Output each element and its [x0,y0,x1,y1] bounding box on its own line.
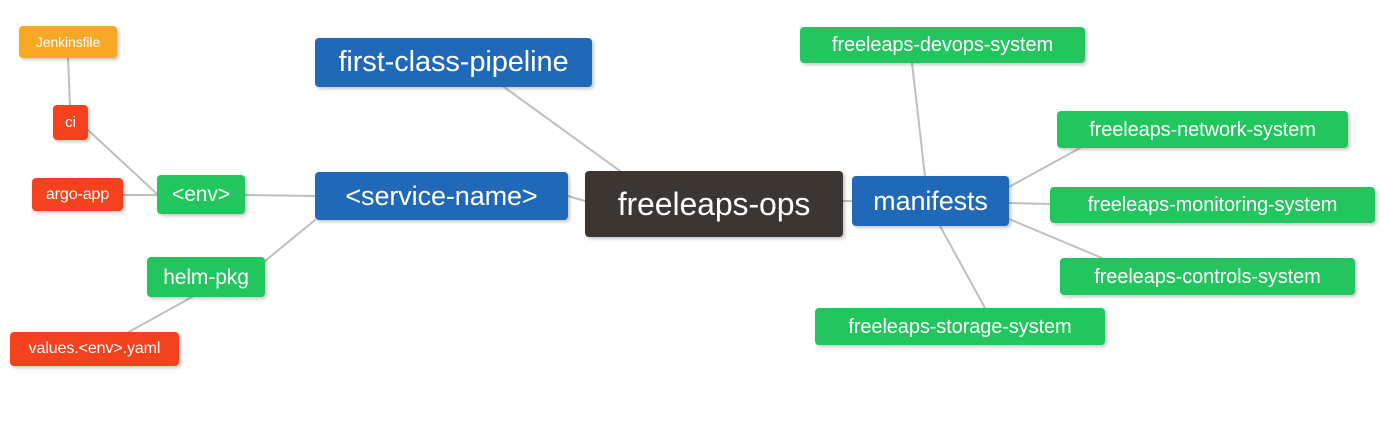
mindmap-node-label: manifests [873,185,988,216]
edge-manifests-to-freeleaps-storage-system [939,225,986,309]
mindmap-node-service-name[interactable]: <service-name> [315,172,568,220]
mindmap-node-freeleaps-network-system[interactable]: freeleaps-network-system [1057,111,1348,148]
mindmap-node-ci[interactable]: ci [53,105,88,140]
edge-service-name-to-freeleaps-ops [567,195,586,202]
mindmap-node-label: values.<env>.yaml [28,340,161,357]
mindmap-node-label: ci [65,114,76,131]
edge-manifests-to-freeleaps-controls-system [1008,218,1103,259]
mindmap-node-jenkinsfile[interactable]: Jenkinsfile [19,26,117,58]
edge-manifests-to-freeleaps-devops-system [911,62,926,177]
edge-service-name-to-helm-pkg [264,219,316,262]
mindmap-node-label: <env> [172,183,230,206]
mindmap-node-label: freeleaps-monitoring-system [1087,194,1338,216]
mindmap-node-label: freeleaps-ops [617,186,811,222]
edge-manifests-to-freeleaps-monitoring-system [1008,202,1051,205]
mindmap-node-freeleaps-devops-system[interactable]: freeleaps-devops-system [800,27,1085,63]
mindmap-node-freeleaps-ops[interactable]: freeleaps-ops [585,171,843,237]
mindmap-node-env[interactable]: <env> [157,175,245,214]
edge-manifests-to-freeleaps-network-system [1008,147,1081,188]
mindmap-node-argo-app[interactable]: argo-app [32,178,123,211]
edge-jenkinsfile-to-ci [67,57,71,106]
mindmap-node-helm-pkg[interactable]: helm-pkg [147,257,265,297]
mindmap-node-freeleaps-monitoring-system[interactable]: freeleaps-monitoring-system [1050,187,1375,223]
edge-env-to-service-name [244,194,316,197]
mindmap-node-manifests[interactable]: manifests [852,176,1009,226]
mindmap-node-label: Jenkinsfile [35,34,101,50]
mindmap-node-label: freeleaps-controls-system [1094,265,1321,288]
mindmap-node-label: argo-app [45,185,110,203]
mindmap-node-label: first-class-pipeline [338,46,569,78]
mindmap-node-values-env-yaml[interactable]: values.<env>.yaml [10,332,179,366]
mindmap-node-label: <service-name> [345,180,538,211]
mindmap-node-freeleaps-storage-system[interactable]: freeleaps-storage-system [815,308,1105,345]
mindmap-node-label: freeleaps-network-system [1089,118,1316,141]
mindmap-node-first-class-pipeline[interactable]: first-class-pipeline [315,38,592,87]
edge-first-class-pipeline-to-freeleaps-ops [503,86,621,172]
mindmap-node-label: freeleaps-devops-system [831,34,1054,56]
mindmap-node-label: helm-pkg [163,265,249,289]
mindmap-node-label: freeleaps-storage-system [848,315,1072,338]
mindmap-node-freeleaps-controls-system[interactable]: freeleaps-controls-system [1060,258,1355,295]
